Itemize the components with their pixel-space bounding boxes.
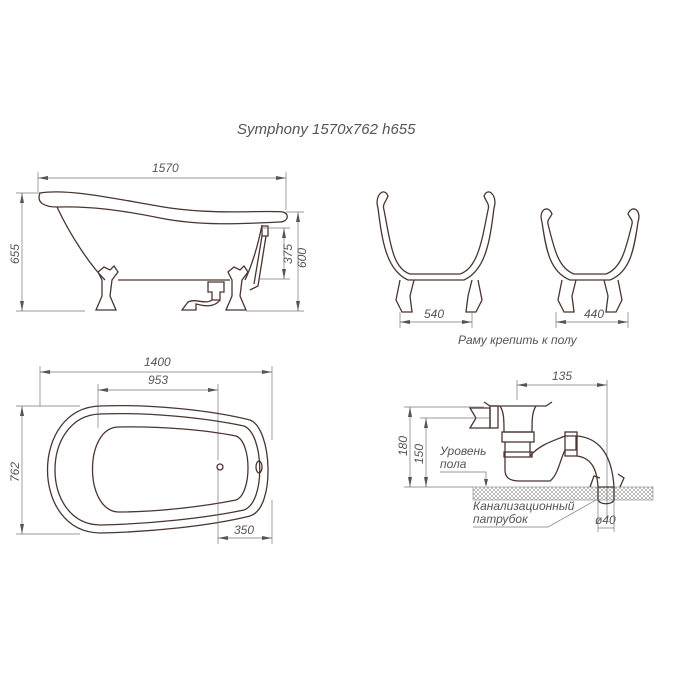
width-dim: 762: [8, 462, 22, 482]
siphon-height-180: 180: [396, 436, 410, 456]
siphon-detail: 135 180 150 Уровень пола Канализационный…: [396, 369, 654, 532]
siphon-offset-dim: 135: [552, 369, 572, 383]
front-view-wide: 540: [376, 191, 496, 328]
pipe-diameter-dim: ø40: [595, 513, 616, 527]
siphon-height-150: 150: [412, 444, 426, 464]
top-view: 1400 953 762 350: [8, 355, 273, 544]
outer-length-dim: 1400: [144, 355, 171, 369]
sewer-pipe-label-1: Канализационный: [473, 499, 575, 513]
height-dim: 655: [8, 244, 22, 264]
inner-length-dim: 953: [148, 373, 168, 387]
frame-width-440: 440: [584, 307, 604, 321]
floor-level-label-2: пола: [440, 457, 467, 471]
floor-level-label-1: Уровень: [439, 444, 486, 458]
drain-offset-dim: 350: [234, 523, 254, 537]
side-view: 1570 655 375 600: [8, 161, 309, 312]
front-view-narrow: 440: [540, 208, 640, 328]
sewer-pipe-label-2: патрубок: [473, 512, 529, 526]
frame-width-540: 540: [424, 307, 444, 321]
overflow-height-dim: 375: [281, 244, 295, 264]
frame-mount-note: Раму крепить к полу: [458, 333, 578, 347]
length-dim: 1570: [152, 161, 179, 175]
drawing-title: Symphony 1570x762 h655: [237, 121, 416, 138]
drain-height-dim: 600: [295, 248, 309, 268]
